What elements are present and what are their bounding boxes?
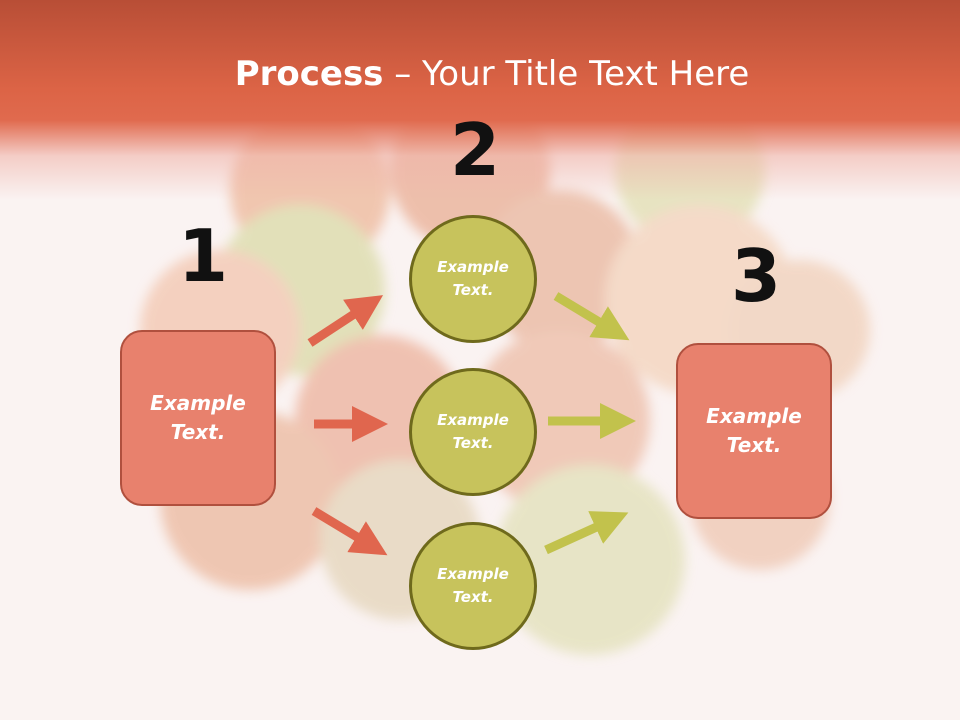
step-number-3: 3 [731, 234, 782, 318]
arrow-down-left [311, 507, 388, 556]
step-number-2: 2 [450, 108, 501, 192]
circle-bottom-text: Example Text. [437, 565, 509, 606]
step-number-1: 1 [178, 214, 229, 298]
circle-top-text: Example Text. [437, 258, 509, 299]
step-2-circle-middle[interactable]: Example Text. [409, 368, 537, 496]
slide-title: Process – Your Title Text Here [0, 52, 960, 96]
title-rest: – Your Title Text Here [383, 54, 750, 94]
step-1-box[interactable]: Example Text. [120, 330, 276, 506]
title-bar [0, 0, 960, 200]
step-2-circle-bottom[interactable]: Example Text. [409, 522, 537, 650]
step-3-text: Example Text. [706, 404, 802, 457]
step-1-text: Example Text. [150, 391, 246, 444]
circle-middle-text: Example Text. [437, 411, 509, 452]
arrow-up-right [544, 511, 629, 555]
step-2-circle-top[interactable]: Example Text. [409, 215, 537, 343]
title-bold: Process [234, 54, 384, 94]
step-3-box[interactable]: Example Text. [676, 343, 832, 519]
arrow-up-left [307, 295, 384, 347]
arrow-down-right [553, 292, 630, 341]
